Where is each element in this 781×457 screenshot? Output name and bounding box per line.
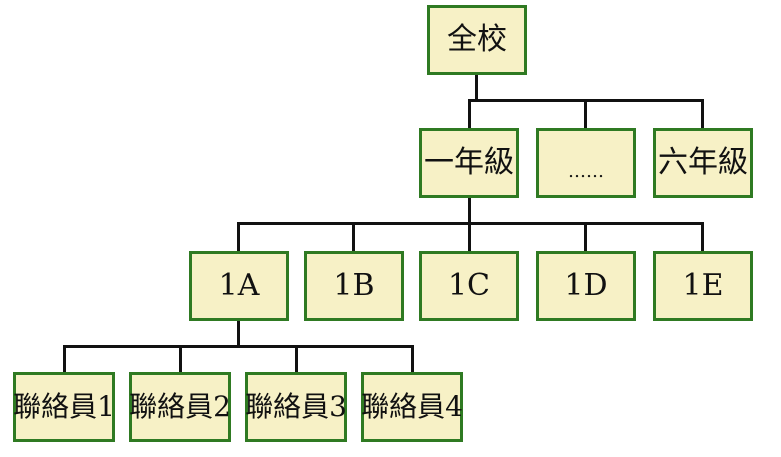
node-liaison-2: 聯絡員2	[129, 372, 231, 442]
connector	[179, 345, 182, 373]
connector	[352, 222, 355, 252]
connector	[237, 222, 240, 252]
node-class-1b: 1B	[304, 251, 404, 321]
node-label: ……	[568, 161, 604, 182]
connector	[237, 319, 240, 347]
node-class-1a: 1A	[189, 251, 289, 321]
connector	[584, 222, 587, 252]
connector	[475, 73, 478, 101]
connector	[411, 345, 414, 373]
connector	[295, 345, 298, 373]
connector	[63, 345, 66, 373]
node-label: 聯絡員2	[129, 390, 231, 423]
connector	[468, 196, 471, 224]
connector	[701, 99, 704, 129]
node-label: 全校	[447, 22, 507, 57]
node-label: 六年級	[658, 145, 748, 180]
node-grade-ellipsis: ……	[536, 128, 636, 198]
node-liaison-1: 聯絡員1	[13, 372, 115, 442]
node-label: 1C	[447, 268, 491, 303]
node-label: 聯絡員4	[361, 390, 463, 423]
node-label: 1A	[218, 268, 260, 303]
node-label: 一年級	[424, 145, 514, 180]
node-label: 聯絡員3	[245, 390, 347, 423]
node-liaison-4: 聯絡員4	[361, 372, 463, 442]
node-label: 聯絡員1	[13, 390, 115, 423]
connector	[63, 345, 414, 348]
node-grade-6: 六年級	[653, 128, 753, 198]
node-label: 1D	[564, 268, 608, 303]
node-class-1c: 1C	[419, 251, 519, 321]
connector	[468, 222, 471, 252]
node-class-1d: 1D	[536, 251, 636, 321]
connector	[584, 99, 587, 129]
node-label: 1B	[333, 268, 375, 303]
node-grade-1: 一年級	[419, 128, 519, 198]
node-class-1e: 1E	[653, 251, 753, 321]
node-root: 全校	[427, 5, 527, 75]
connector	[701, 222, 704, 252]
node-liaison-3: 聯絡員3	[245, 372, 347, 442]
connector	[468, 99, 471, 129]
node-label: 1E	[682, 268, 724, 303]
